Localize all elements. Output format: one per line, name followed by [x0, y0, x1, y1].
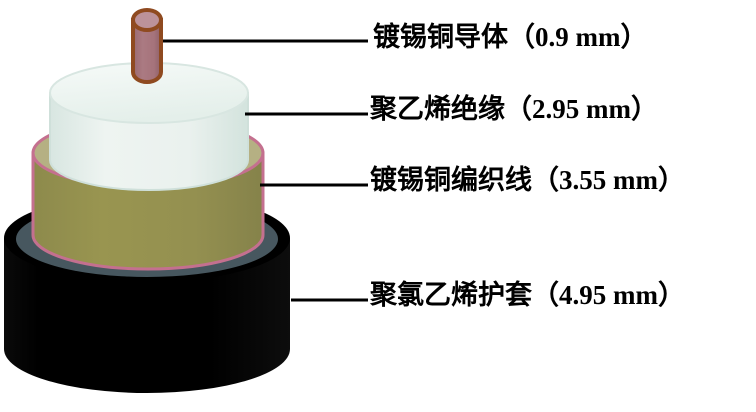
layer-insulation	[49, 62, 249, 191]
label-insulation: 聚乙烯绝缘（2.95 mm）	[370, 94, 658, 124]
label-conductor: 镀锡铜导体（0.9 mm）	[373, 22, 648, 52]
label-braid: 镀锡铜编织线（3.55 mm）	[370, 165, 685, 195]
layer-conductor	[131, 8, 163, 84]
label-jacket: 聚氯乙烯护套（4.95 mm）	[370, 280, 685, 310]
conductor-top-face	[131, 8, 163, 32]
leader-lines	[163, 39, 368, 302]
conductor-body	[131, 18, 163, 84]
jacket-body	[4, 238, 290, 393]
